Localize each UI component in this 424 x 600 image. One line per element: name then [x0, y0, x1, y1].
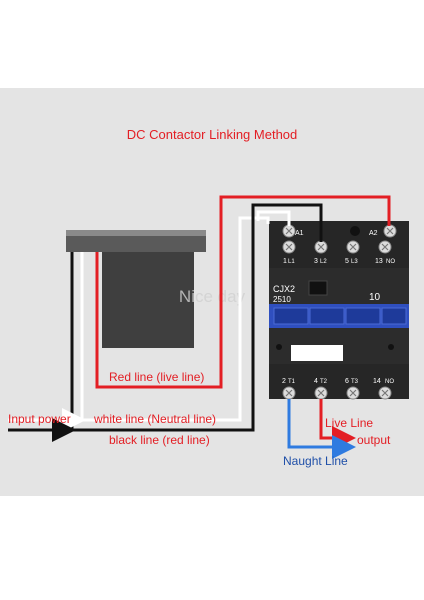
bottom-terminal-1-num: 2	[282, 378, 286, 385]
contactor-model: CJX2	[273, 284, 295, 294]
top-terminal-1-name: L1	[288, 259, 295, 265]
control-switch-unit	[66, 230, 206, 348]
contactor-code: 2510	[273, 295, 291, 304]
top-terminal-4-num: 13	[375, 258, 383, 265]
watermark: Nice day	[179, 287, 246, 306]
top-terminal-2-name: L2	[320, 259, 327, 265]
diagram-title: DC Contactor Linking Method	[127, 127, 298, 142]
coil-a2-label: A2	[369, 230, 378, 237]
top-terminal-labels: 1 L1 3 L2 5 L3 13 NO	[283, 258, 395, 265]
top-terminal-3-num: 5	[345, 258, 349, 265]
top-terminal-4-name: NO	[386, 259, 395, 265]
naught-line-label: Naught Line	[283, 454, 348, 468]
bottom-terminal-4-name: NO	[385, 379, 394, 385]
bottom-terminal-3-num: 6	[345, 378, 349, 385]
white-wire	[80, 210, 291, 422]
top-terminal-3-name: L3	[351, 259, 358, 265]
screw-slots	[285, 227, 394, 397]
red-wire	[95, 195, 391, 389]
bottom-terminal-labels: 2 T1 4 T2 6 T3 14 NO	[282, 378, 394, 385]
black-line-label: black line (red line)	[109, 433, 210, 447]
bottom-terminal-2-name: T2	[320, 379, 328, 385]
output-label: output	[357, 433, 391, 447]
black-wire	[70, 203, 323, 432]
input-power-label: Input power	[8, 412, 71, 426]
bottom-terminal-1-name: T1	[288, 379, 296, 385]
output-naught-wire	[287, 399, 356, 459]
bottom-terminal-4-num: 14	[373, 378, 381, 385]
contactor-rating: 10	[369, 292, 381, 303]
contactor: A1 A2 1 L1 3 L2 5 L3 13 NO CJX2 2510 10 …	[269, 221, 409, 400]
red-line-label: Red line (live line)	[109, 370, 204, 384]
bottom-terminal-2-num: 4	[314, 378, 318, 385]
coil-a1-label: A1	[295, 230, 304, 237]
top-terminal-1-num: 1	[283, 258, 287, 265]
white-line-label: white line (Neutral line)	[93, 412, 216, 426]
live-line-label: Live Line	[325, 416, 373, 430]
bottom-terminal-3-name: T3	[351, 379, 359, 385]
top-terminal-2-num: 3	[314, 258, 318, 265]
